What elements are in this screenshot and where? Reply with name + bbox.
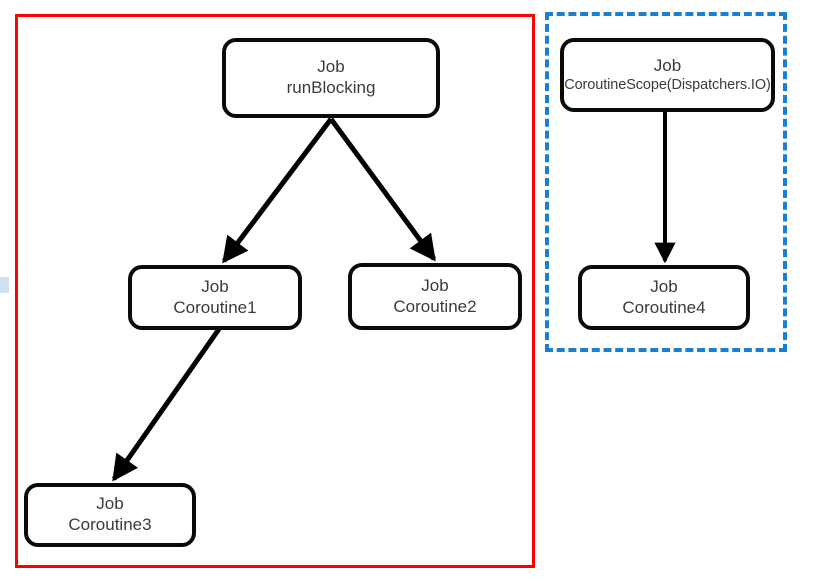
node-label-line2: Coroutine1: [173, 297, 257, 317]
node-label-line1: Job: [421, 275, 449, 295]
node-label-line1: Job: [96, 494, 124, 514]
node-label-line2: Coroutine3: [68, 515, 152, 534]
node-job-coroutine1[interactable]: Job Coroutine1: [128, 265, 302, 330]
stray-artifact-mark: [0, 277, 9, 293]
node-label-line1: Job: [201, 276, 229, 296]
node-label-line1: Job: [650, 276, 678, 296]
node-job-runblocking[interactable]: Job runBlocking: [222, 38, 440, 118]
node-job-coroutine4[interactable]: Job Coroutine4: [578, 265, 750, 330]
group-runblocking-scope: [15, 14, 535, 568]
node-label-line2: Coroutine2: [393, 296, 477, 316]
node-label-line1: Job: [653, 55, 682, 75]
node-label-line2: Coroutine4: [622, 297, 706, 317]
edge-runblocking-to-coroutine2: [328, 117, 437, 262]
node-label-line2: runBlocking: [286, 78, 376, 97]
node-job-coroutinescope-io[interactable]: Job CoroutineScope(Dispatchers.IO): [560, 38, 775, 112]
edge-coroutine1-to-coroutine3: [111, 327, 222, 482]
node-label-line1: Job: [317, 57, 345, 77]
node-label-line2: CoroutineScope(Dispatchers.IO): [564, 76, 771, 93]
edge-runblocking-to-coroutine1: [222, 117, 333, 264]
node-job-coroutine2[interactable]: Job Coroutine2: [348, 263, 522, 330]
group-io-scope: [545, 12, 787, 352]
node-job-coroutine3[interactable]: Job Coroutine3: [24, 483, 196, 547]
